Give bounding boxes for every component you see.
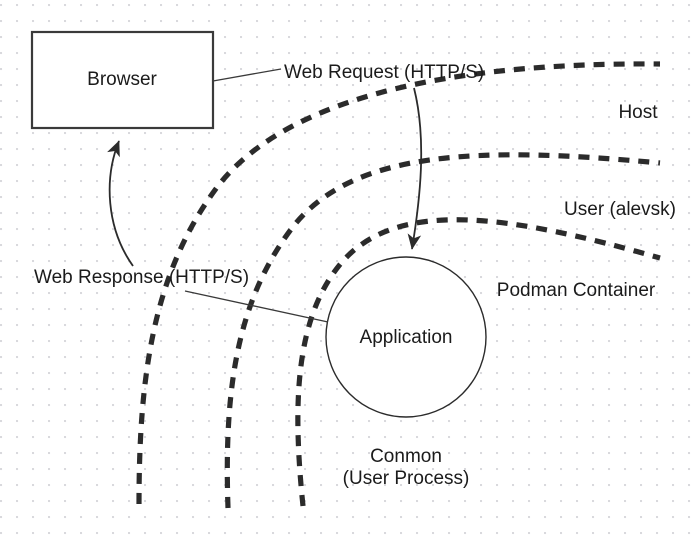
boundary-arc-host <box>136 61 661 505</box>
web-request-arrow <box>407 87 423 250</box>
browser-node-shape[interactable] <box>30 30 215 130</box>
browser-to-request-label-connector <box>212 68 282 82</box>
boundary-arc-user <box>224 152 661 509</box>
web-response-arrow <box>107 140 134 267</box>
boundary-arc-podman <box>295 217 661 507</box>
application-node-shape[interactable] <box>325 256 487 418</box>
response-label-to-application-connector <box>184 290 329 323</box>
